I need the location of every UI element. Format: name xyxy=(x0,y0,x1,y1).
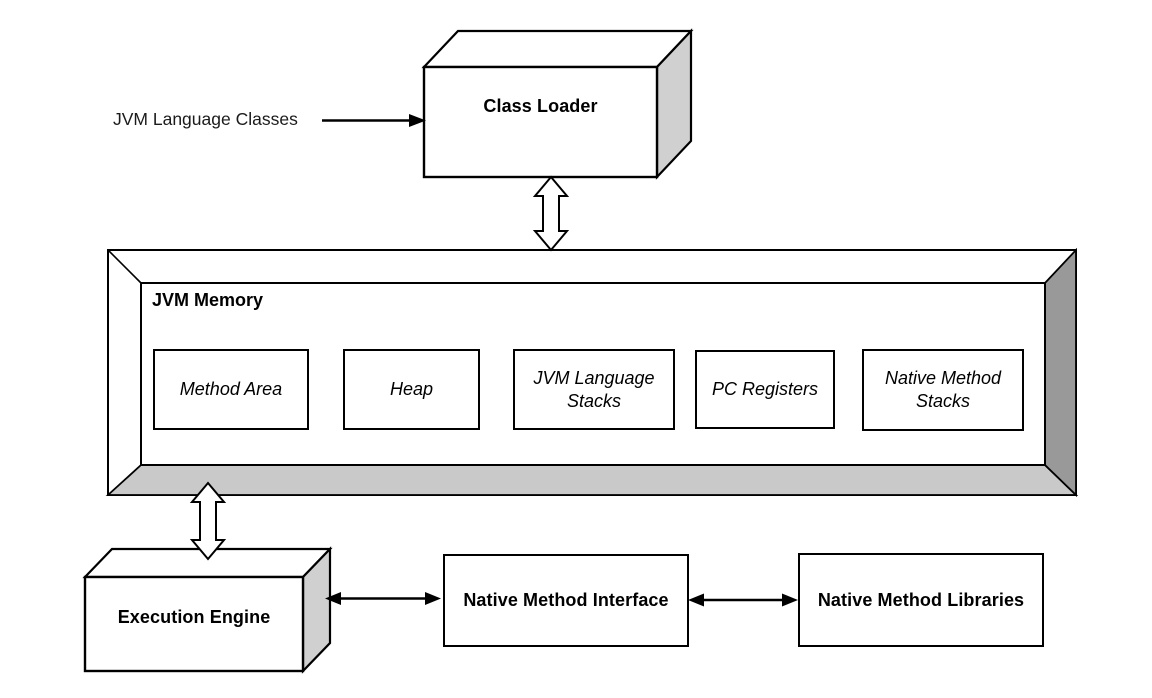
arrow-classes-to-classloader xyxy=(322,114,426,127)
native-method-interface-box: Native Method Interface xyxy=(443,554,689,647)
class-loader-front-face xyxy=(422,65,659,179)
arrow-nmi-nml xyxy=(688,593,798,607)
arrow-classloader-memory xyxy=(532,175,570,252)
jvm-memory-frame-bottom-strip xyxy=(105,464,1079,496)
execution-engine-front-face xyxy=(83,575,305,673)
jvm-memory-label: JVM Memory xyxy=(152,290,264,310)
jvm-language-classes-label: JVM Language Classes xyxy=(113,109,298,129)
memory-box-pc-registers: PC Registers xyxy=(695,350,835,429)
jvm-memory-frame-corner-bevel xyxy=(107,249,142,284)
memory-box-method-area: Method Area xyxy=(153,349,309,430)
class-loader-top-face xyxy=(421,29,694,69)
class-loader-box xyxy=(421,28,694,180)
native-method-libraries-box: Native Method Libraries xyxy=(798,553,1044,647)
memory-box-heap: Heap xyxy=(343,349,480,430)
arrow-execution-nmi xyxy=(325,592,441,605)
arrow-memory-execution-engine xyxy=(189,481,227,561)
memory-box-native-method-stacks: Native Method Stacks xyxy=(862,349,1024,431)
memory-box-jvm-language-stacks: JVM Language Stacks xyxy=(513,349,675,430)
class-loader-label: Class Loader xyxy=(483,95,598,116)
execution-engine-label: Execution Engine xyxy=(117,606,271,627)
jvm-memory-frame-right-strip xyxy=(1044,247,1077,498)
execution-engine-box xyxy=(82,546,333,674)
